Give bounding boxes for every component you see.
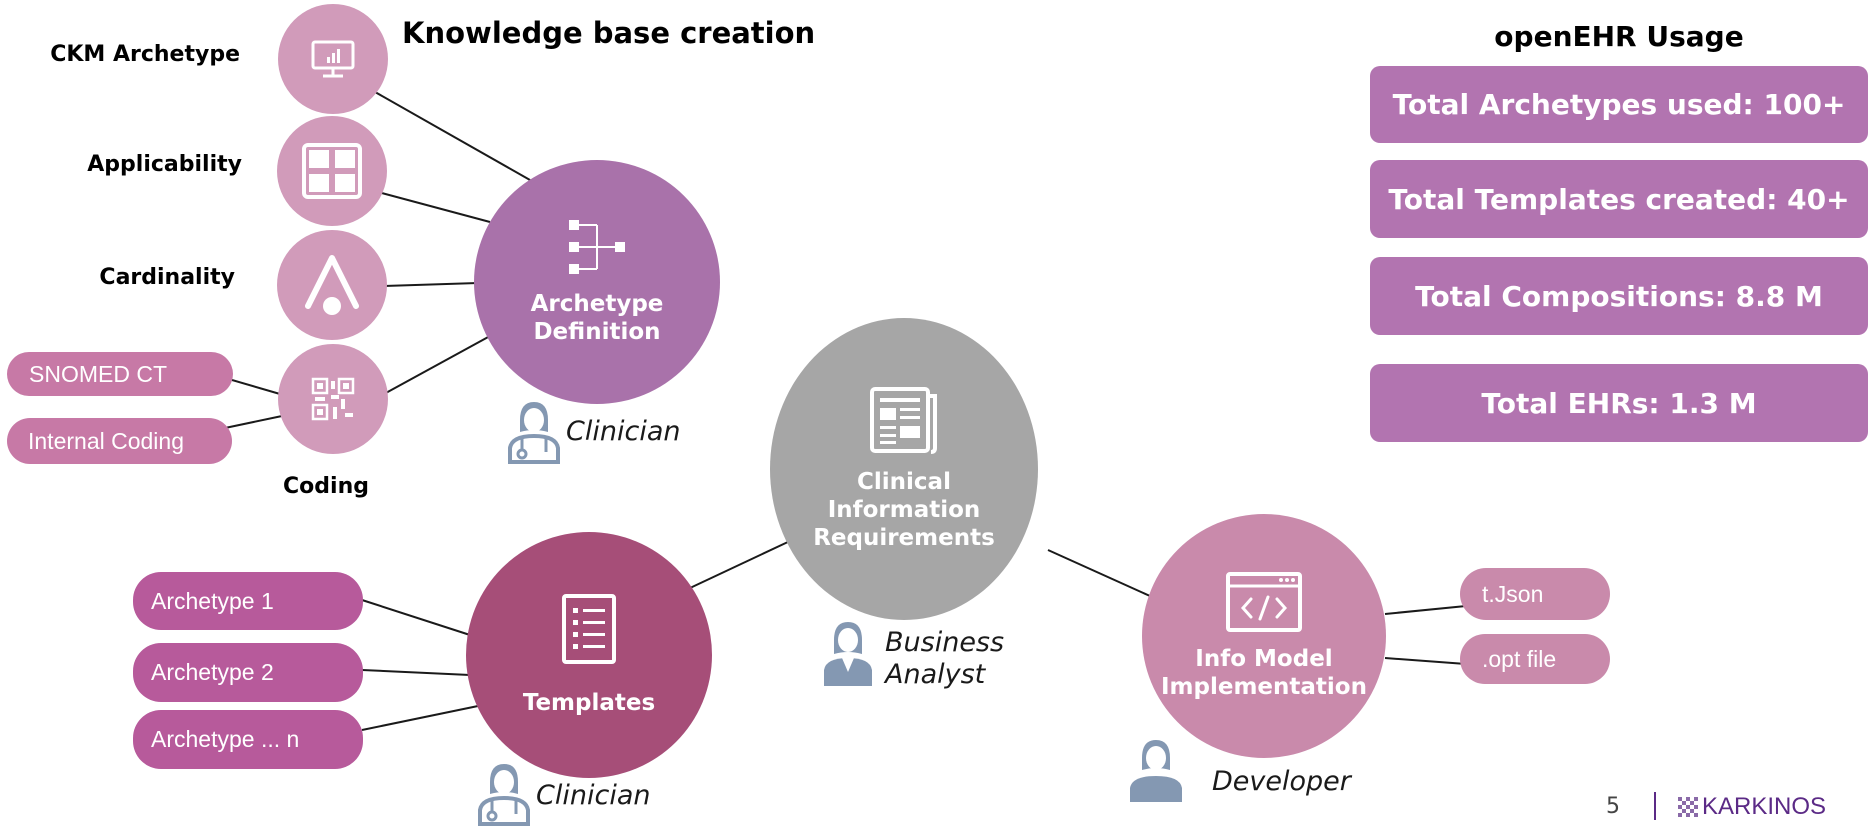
developer-person-icon bbox=[1130, 740, 1182, 802]
archetype-definition-node: Archetype Definition bbox=[474, 160, 720, 404]
usage-stat-ehrs: Total EHRs: 1.3 M bbox=[1370, 364, 1868, 442]
left-title: Knowledge base creation bbox=[402, 16, 816, 50]
ckm-archetype-circle bbox=[278, 4, 388, 114]
info-model-label: Info Model Implementation bbox=[1161, 646, 1367, 700]
templates-label: Templates bbox=[522, 690, 656, 716]
applicability-circle bbox=[277, 116, 387, 226]
archetype-2-pill: Archetype 2 bbox=[133, 643, 363, 702]
cardinality-label: Cardinality bbox=[99, 265, 235, 290]
hierarchy-icon bbox=[569, 220, 625, 274]
archetype-definition-label: Archetype Definition bbox=[530, 291, 664, 345]
archetype-n-pill: Archetype ... n bbox=[133, 710, 363, 769]
monitor-chart-icon bbox=[311, 40, 355, 78]
document-icon bbox=[870, 387, 937, 454]
usage-stat-templates: Total Templates created: 40+ bbox=[1370, 160, 1868, 238]
business-analyst-person-icon bbox=[824, 622, 872, 686]
coding-circle bbox=[278, 344, 388, 454]
karkinos-logo-icon bbox=[1678, 797, 1698, 817]
archetype-1-pill: Archetype 1 bbox=[133, 572, 363, 630]
karkinos-brand: KARKINOS bbox=[1702, 793, 1827, 820]
templates-node: Templates bbox=[466, 532, 712, 778]
info-model-node: Info Model Implementation bbox=[1142, 514, 1386, 758]
tjson-pill: t.Json bbox=[1460, 568, 1610, 620]
developer-role: Developer bbox=[1212, 766, 1351, 797]
clinician-bottom-role: Clinician bbox=[536, 780, 651, 811]
cardinality-circle bbox=[277, 230, 387, 340]
snomed-ct-pill: SNOMED CT bbox=[7, 352, 233, 396]
code-window-icon bbox=[1226, 572, 1302, 632]
usage-stat-compositions: Total Compositions: 8.8 M bbox=[1370, 257, 1868, 335]
applicability-label: Applicability bbox=[87, 152, 242, 177]
clinician-bottom-person-icon bbox=[478, 764, 530, 826]
ckm-archetype-label: CKM Archetype bbox=[50, 42, 240, 67]
checklist-icon bbox=[562, 594, 616, 664]
qr-code-icon bbox=[311, 377, 355, 421]
clinical-requirements-node: Clinical Information Requirements bbox=[770, 318, 1038, 620]
opt-file-pill: .opt file bbox=[1460, 634, 1610, 684]
internal-coding-pill: Internal Coding bbox=[7, 418, 232, 464]
compass-icon bbox=[305, 255, 359, 315]
right-title: openEHR Usage bbox=[1494, 20, 1744, 53]
grid-icon bbox=[302, 143, 362, 199]
business-analyst-role: Business Analyst bbox=[885, 627, 1005, 690]
clinician-top-role: Clinician bbox=[566, 416, 681, 447]
footer-divider bbox=[1654, 792, 1656, 820]
clinician-top-person-icon bbox=[508, 402, 560, 464]
clinical-requirements-label: Clinical Information Requirements bbox=[813, 469, 995, 551]
page-number: 5 bbox=[1606, 794, 1620, 819]
usage-stat-archetypes: Total Archetypes used: 100+ bbox=[1370, 66, 1868, 143]
coding-label: Coding bbox=[283, 474, 369, 499]
